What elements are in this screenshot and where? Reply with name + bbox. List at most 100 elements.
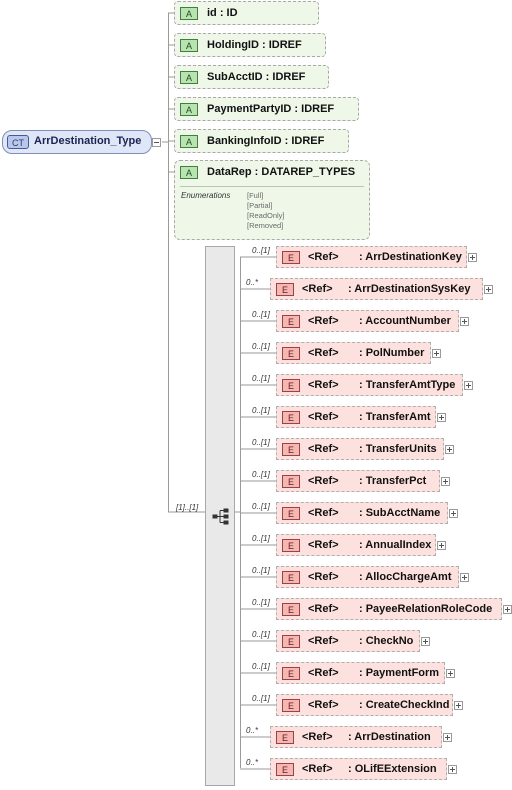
expand-icon[interactable]: [448, 765, 457, 774]
element-node[interactable]: E <Ref> : TransferUnits: [276, 438, 444, 460]
element-name: : OLifEExtension: [348, 763, 437, 775]
element-badge-icon: E: [282, 603, 300, 616]
enumeration-value: [Full]: [247, 191, 264, 200]
element-name: : TransferUnits: [359, 443, 437, 455]
element-name: : ArrDestinationKey: [359, 251, 462, 263]
element-node[interactable]: E <Ref> : ArrDestinationKey: [276, 246, 467, 268]
expand-icon[interactable]: [503, 605, 512, 614]
element-node[interactable]: E <Ref> : AllocChargeAmt: [276, 566, 459, 588]
element-name: : CheckNo: [359, 635, 414, 647]
element-badge-icon: E: [282, 571, 300, 584]
element-ref-label: <Ref>: [308, 347, 339, 359]
complex-type-name: ArrDestination_Type: [34, 135, 142, 147]
element-cardinality: 0..[1]: [252, 566, 270, 575]
element-ref-label: <Ref>: [308, 411, 339, 423]
expand-icon[interactable]: [460, 317, 469, 326]
element-node[interactable]: E<Ref>: PayeeRelationRoleCode: [276, 598, 502, 620]
enumeration-value: [Removed]: [247, 221, 284, 230]
expand-icon[interactable]: [432, 349, 441, 358]
sequence-icon[interactable]: [211, 506, 231, 526]
element-name: : CreateCheckInd: [359, 699, 450, 711]
element-name: : PaymentForm: [359, 667, 440, 679]
attribute-datarep[interactable]: A DataRep : DATAREP_TYPES Enumerations […: [174, 160, 370, 240]
expand-icon[interactable]: [460, 573, 469, 582]
expand-icon[interactable]: [484, 285, 493, 294]
expand-icon[interactable]: [446, 669, 455, 678]
element-name: : PolNumber: [359, 347, 425, 359]
element-badge-icon: E: [282, 443, 300, 456]
expand-icon[interactable]: [441, 477, 450, 486]
element-cardinality: 0..*: [246, 758, 259, 767]
element-node[interactable]: E<Ref>: TransferAmt: [276, 406, 436, 428]
element-name: : PayeeRelationRoleCode: [359, 603, 493, 615]
expand-icon[interactable]: [421, 637, 430, 646]
complex-type-node[interactable]: CT ArrDestination_Type: [2, 130, 152, 154]
attribute-id[interactable]: A id : ID: [174, 1, 319, 25]
element-cardinality: 0..[1]: [252, 598, 270, 607]
element-cardinality: 0..[1]: [252, 310, 270, 319]
element-badge-icon: E: [282, 251, 300, 264]
attribute-badge-icon: A: [180, 166, 198, 179]
element-badge-icon: E: [282, 379, 300, 392]
element-cardinality: 0..[1]: [252, 630, 270, 639]
attribute-badge-icon: A: [180, 135, 198, 148]
element-ref-label: <Ref>: [308, 475, 339, 487]
expand-icon[interactable]: [454, 701, 463, 710]
expand-icon[interactable]: [464, 381, 473, 390]
collapse-icon[interactable]: [152, 138, 161, 147]
attribute-badge-icon: A: [180, 71, 198, 84]
element-node[interactable]: E<Ref>: OLifEExtension: [270, 758, 447, 780]
element-badge-icon: E: [282, 347, 300, 360]
element-node[interactable]: E<Ref>: PaymentForm: [276, 662, 445, 684]
attribute-paymentpartyid[interactable]: A PaymentPartyID : IDREF: [174, 97, 359, 121]
element-badge-icon: E: [282, 315, 300, 328]
expand-icon[interactable]: [449, 509, 458, 518]
element-node[interactable]: E<Ref>: CreateCheckInd: [276, 694, 453, 716]
element-node[interactable]: E <Ref> : PolNumber: [276, 342, 431, 364]
element-ref-label: <Ref>: [308, 251, 339, 263]
element-node[interactable]: E<Ref>: TransferAmtType: [276, 374, 463, 396]
element-name: : SubAcctName: [359, 507, 441, 519]
element-ref-label: <Ref>: [308, 443, 339, 455]
element-node[interactable]: E<Ref>: TransferPct: [276, 470, 440, 492]
element-ref-label: <Ref>: [308, 571, 339, 583]
expand-icon[interactable]: [437, 541, 446, 550]
element-name: : AllocChargeAmt: [359, 571, 452, 583]
attribute-label: SubAcctID : IDREF: [207, 71, 306, 83]
element-node[interactable]: E<Ref>: ArrDestinationSysKey: [270, 278, 483, 300]
element-badge-icon: E: [276, 283, 294, 296]
element-badge-icon: E: [276, 763, 294, 776]
element-ref-label: <Ref>: [308, 635, 339, 647]
element-ref-label: <Ref>: [308, 315, 339, 327]
element-badge-icon: E: [282, 507, 300, 520]
element-ref-label: <Ref>: [308, 507, 339, 519]
element-node[interactable]: E<Ref>: AnnualIndex: [276, 534, 436, 556]
element-cardinality: 0..[1]: [252, 470, 270, 479]
expand-icon[interactable]: [445, 445, 454, 454]
attribute-label: DataRep : DATAREP_TYPES: [207, 166, 356, 178]
enumeration-value: [ReadOnly]: [247, 211, 285, 220]
complex-type-badge: CT: [7, 135, 29, 149]
element-name: : AnnualIndex: [359, 539, 432, 551]
enumeration-divider: [180, 186, 364, 187]
expand-icon[interactable]: [443, 733, 452, 742]
attribute-badge-icon: A: [180, 39, 198, 52]
expand-icon[interactable]: [468, 253, 477, 262]
element-node[interactable]: E <Ref> : AccountNumber: [276, 310, 459, 332]
attribute-holdingid[interactable]: A HoldingID : IDREF: [174, 33, 326, 57]
element-cardinality: 0..[1]: [252, 246, 270, 255]
element-node[interactable]: E<Ref>: CheckNo: [276, 630, 420, 652]
element-badge-icon: E: [282, 475, 300, 488]
attribute-subacctid[interactable]: A SubAcctID : IDREF: [174, 65, 329, 89]
attribute-bankinginfoid[interactable]: A BankingInfoID : IDREF: [174, 129, 349, 153]
element-node[interactable]: E <Ref> : SubAcctName: [276, 502, 448, 524]
expand-icon[interactable]: [437, 413, 446, 422]
element-ref-label: <Ref>: [308, 539, 339, 551]
element-name: : AccountNumber: [359, 315, 451, 327]
element-ref-label: <Ref>: [302, 731, 333, 743]
element-cardinality: 0..*: [246, 278, 259, 287]
enumeration-value: [Partial]: [247, 201, 273, 210]
element-node[interactable]: E<Ref>: ArrDestination: [270, 726, 442, 748]
